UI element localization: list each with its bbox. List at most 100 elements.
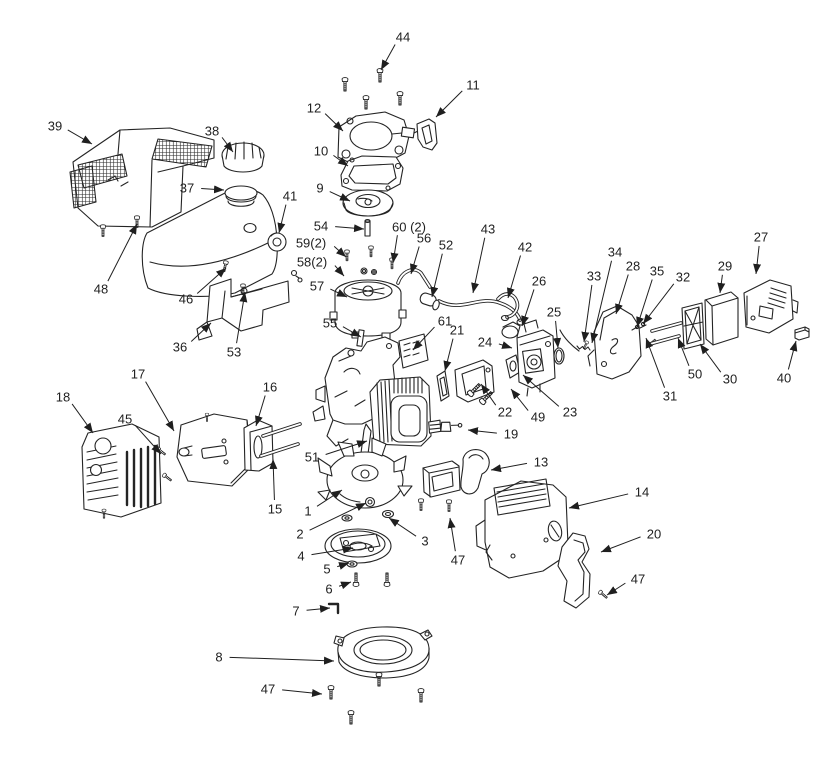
callout-leader-47: [447, 517, 456, 552]
part-washer-left: [341, 514, 353, 522]
callout-leader-39: [67, 129, 93, 145]
part-muffler-gasket: [243, 419, 274, 472]
part-starter-handle: [416, 118, 438, 151]
callout-leader-44: [380, 44, 396, 71]
callout-label-29: 29: [718, 259, 732, 274]
part-tank-grommet: [267, 232, 287, 252]
callout-label-14: 14: [635, 485, 649, 500]
callout-leader-60 (2): [390, 235, 399, 264]
callout-label-58(2): 58(2): [297, 255, 327, 270]
callout-leader-29: [717, 274, 726, 294]
callout-leader-11: [435, 90, 463, 118]
callout-label-60 (2): 60 (2): [392, 220, 426, 235]
part-spark-plug: [428, 419, 463, 434]
callout-leader-7: [306, 604, 331, 613]
callout-leader-23: [522, 374, 560, 407]
callout-leader-5: [337, 562, 350, 570]
callout-leader-28: [615, 274, 629, 315]
callout-leader-40: [787, 340, 798, 370]
callout-label-10: 10: [314, 144, 328, 159]
part-screw-44d: [396, 91, 404, 106]
part-pin-7: [327, 602, 340, 615]
callout-label-49: 49: [531, 410, 545, 425]
part-airbox-base: [587, 305, 642, 380]
callout-leader-37: [201, 185, 225, 194]
callout-leader-38: [221, 137, 234, 153]
callout-leader-19: [467, 427, 497, 436]
part-bolt-6b: [383, 572, 391, 587]
callout-label-59(2): 59(2): [296, 236, 326, 251]
callout-label-36: 36: [173, 340, 187, 355]
part-rods-50: [648, 321, 683, 346]
part-cylinder-gasket: [436, 370, 450, 402]
callout-leader-56: [410, 246, 420, 275]
part-engine-cover: [69, 127, 215, 228]
part-screw-bottom3: [347, 710, 355, 725]
callout-label-57: 57: [310, 279, 324, 294]
callout-label-45: 45: [118, 412, 132, 427]
callout-label-56: 56: [417, 231, 431, 246]
callout-label-18: 18: [56, 390, 70, 405]
callout-leader-6: [338, 581, 352, 590]
part-cylinder: [369, 376, 432, 447]
part-flywheel: [317, 423, 413, 509]
callout-label-41: 41: [283, 189, 297, 204]
part-starter-gasket: [340, 155, 404, 192]
callout-label-11: 11: [466, 78, 480, 93]
callout-label-54: 54: [314, 219, 328, 234]
callout-leader-9: [329, 191, 351, 202]
part-screw-bottom1: [375, 672, 383, 687]
callout-leader-61: [412, 326, 435, 351]
callout-leader-50: [677, 337, 690, 367]
callout-leader-10: [333, 154, 349, 167]
part-screw-44b: [362, 95, 370, 110]
callout-label-50: 50: [688, 367, 702, 382]
callout-label-12: 12: [307, 101, 321, 116]
callout-label-48: 48: [94, 282, 108, 297]
callout-leader-54: [335, 224, 365, 233]
callout-label-5: 5: [323, 562, 330, 577]
callout-leader-2: [309, 502, 367, 531]
callout-label-9: 9: [316, 181, 323, 196]
callout-label-21: 21: [450, 323, 464, 338]
part-bolt-45b: [161, 472, 173, 483]
part-primer-bulb: [419, 292, 440, 311]
callout-leader-51: [325, 440, 368, 455]
part-screw-bottom2: [417, 688, 425, 703]
callout-leader-4: [311, 545, 354, 556]
callout-label-44: 44: [396, 30, 410, 45]
part-screw-44c: [376, 68, 384, 83]
callout-label-20: 20: [647, 527, 661, 542]
callout-leader-1: [316, 489, 343, 507]
callout-label-17: 17: [131, 367, 145, 382]
part-muffler: [176, 413, 253, 487]
callout-label-52: 52: [439, 238, 453, 253]
part-fuel-line-56: [396, 268, 432, 289]
callout-label-1: 1: [304, 504, 311, 519]
callout-label-3: 3: [421, 534, 428, 549]
callout-leader-17: [145, 381, 175, 432]
callout-leader-12: [324, 113, 344, 132]
callout-label-47: 47: [451, 553, 465, 568]
part-screw-34: [581, 340, 590, 350]
part-screw-60a: [368, 245, 374, 258]
part-lower-cover: [557, 532, 591, 609]
part-starter-housing: [337, 111, 419, 165]
callout-leader-26: [521, 289, 535, 327]
callout-leader-33: [581, 284, 593, 343]
callout-label-22: 22: [498, 405, 512, 420]
part-carburetor: [516, 319, 556, 397]
callout-label-55: 55: [323, 316, 337, 331]
part-rods-15: [259, 422, 302, 458]
callout-label-47: 47: [631, 572, 645, 587]
callout-leader-3: [388, 517, 417, 537]
callout-leader-15: [269, 458, 278, 501]
callout-label-61: 61: [438, 314, 452, 329]
part-airbox-cover: [743, 279, 799, 334]
callout-label-43: 43: [481, 222, 495, 237]
part-o-ring: [553, 347, 565, 365]
callout-leader-24: [498, 341, 513, 349]
callout-leader-14: [568, 493, 629, 510]
